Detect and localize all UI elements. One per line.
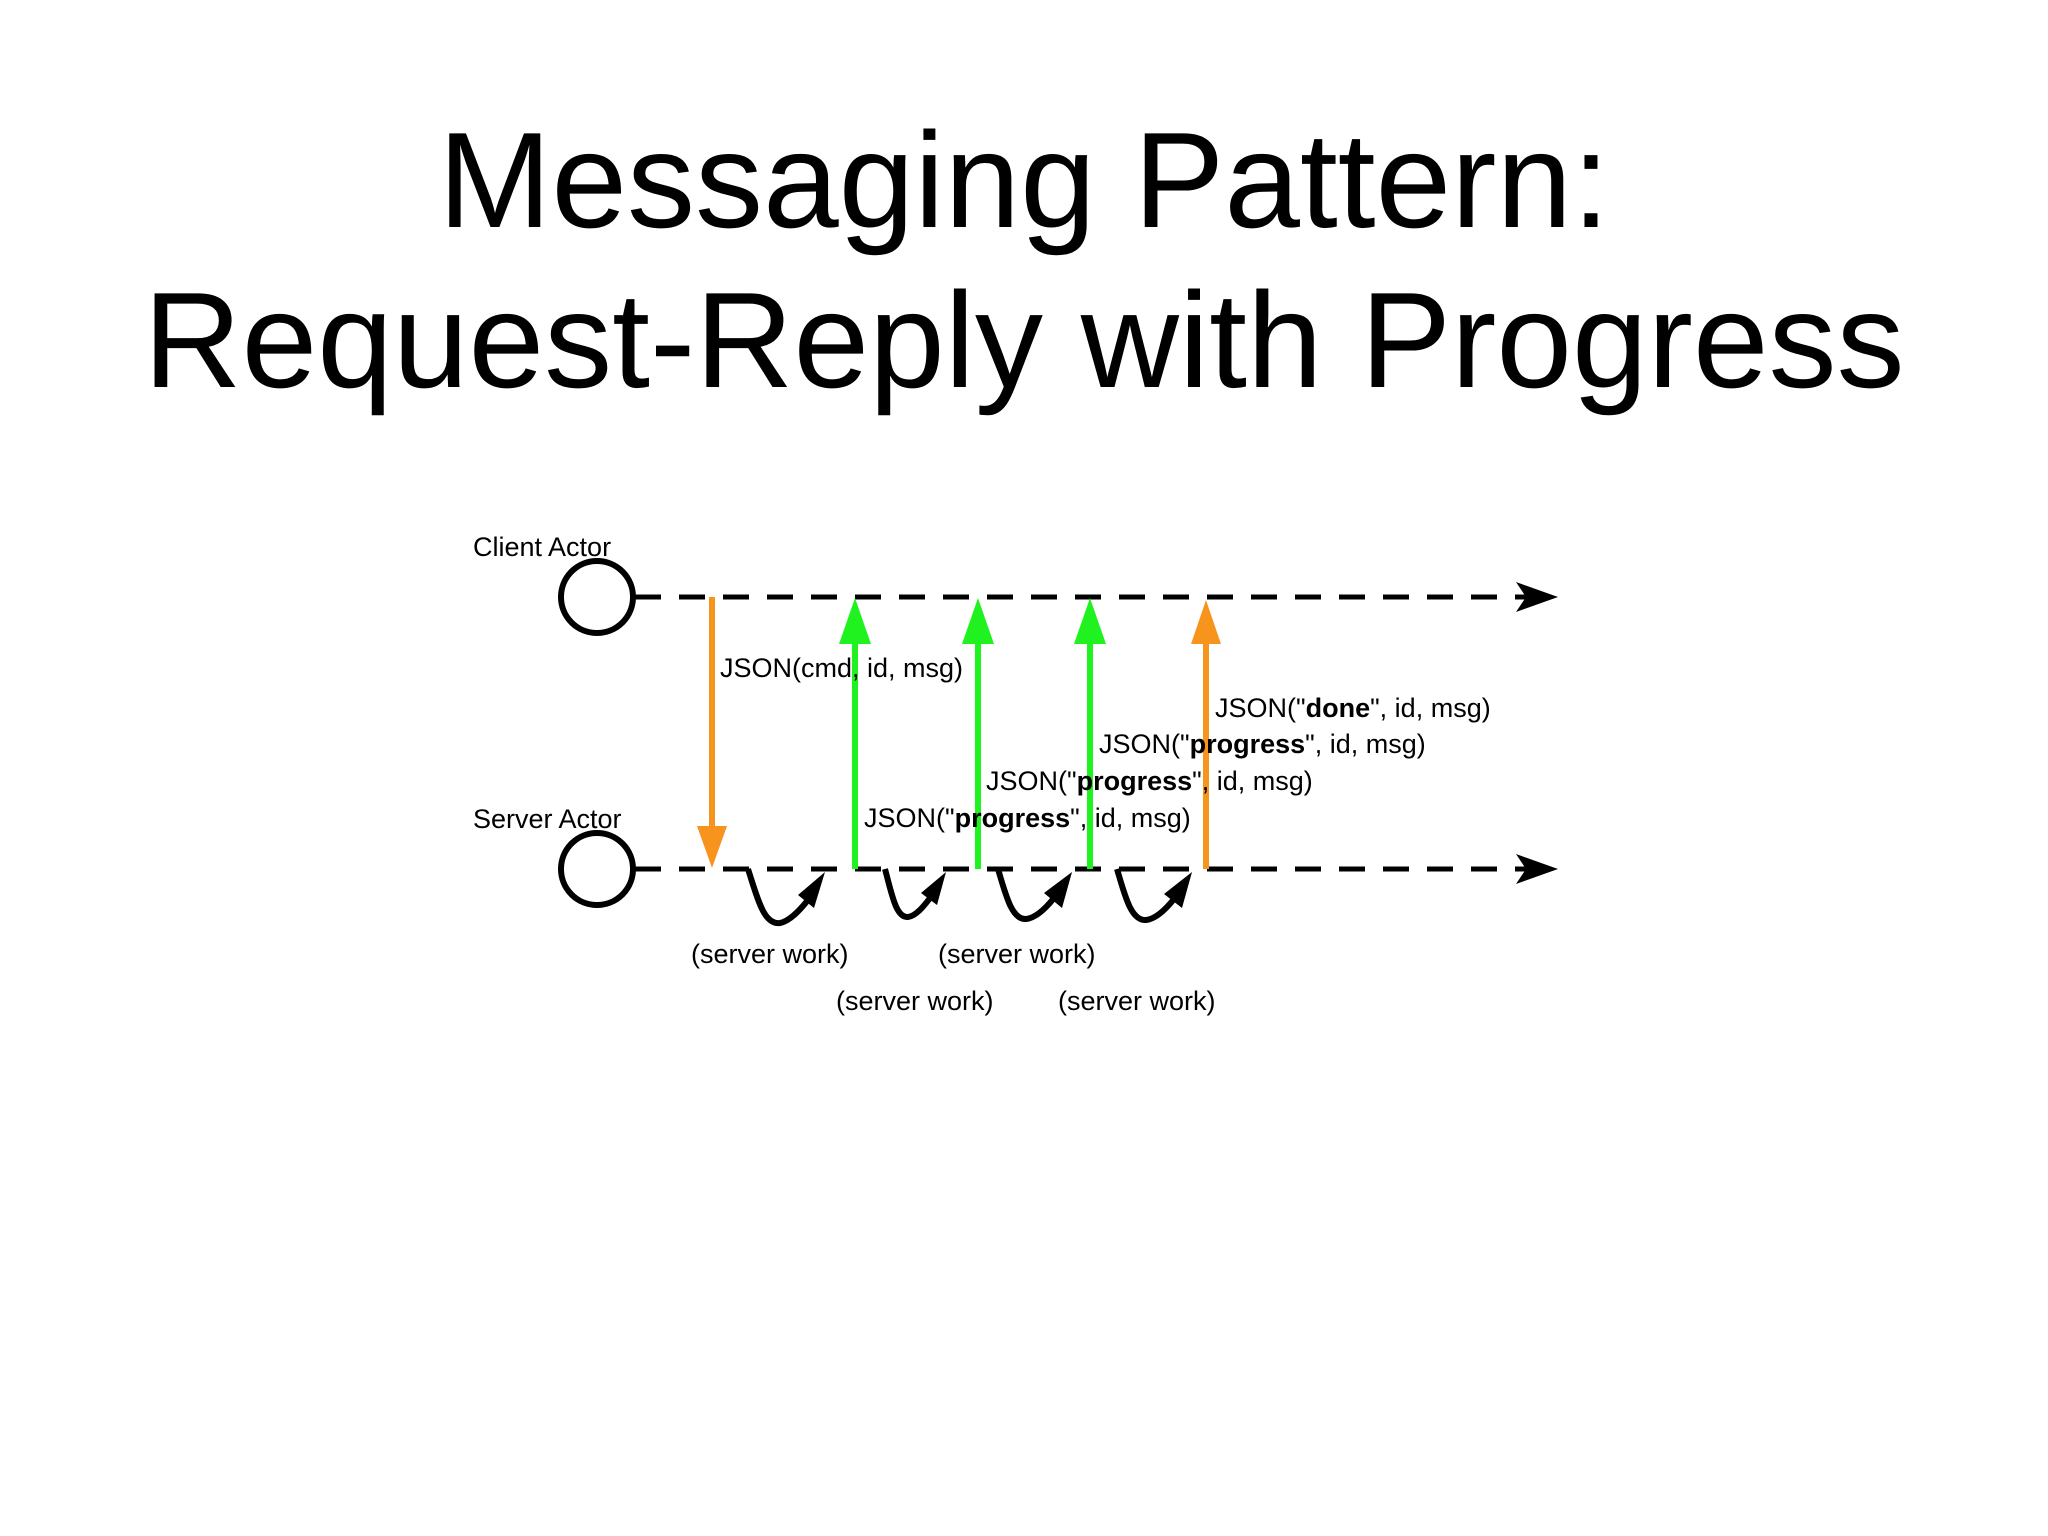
progress-arrowhead-2 bbox=[962, 598, 994, 644]
request-arrowhead bbox=[697, 826, 727, 868]
progress-message-label-3: JSON("progress", id, msg) bbox=[1099, 729, 1426, 759]
title-line-1: Messaging Pattern: bbox=[438, 104, 1610, 256]
server-work-label-2: (server work) bbox=[836, 986, 994, 1016]
server-lifeline-arrowhead bbox=[1516, 854, 1558, 884]
progress-message-label-1: JSON("progress", id, msg) bbox=[864, 803, 1191, 833]
request-message-label: JSON(cmd, id, msg) bbox=[720, 653, 963, 683]
done-arrowhead bbox=[1191, 600, 1221, 644]
server-work-loop-2 bbox=[882, 868, 946, 920]
server-work-loop-4 bbox=[1114, 868, 1192, 923]
client-lifeline-arrowhead bbox=[1516, 582, 1558, 612]
progress-arrowhead-3 bbox=[1074, 598, 1106, 644]
progress-message-label-2: JSON("progress", id, msg) bbox=[986, 766, 1313, 796]
server-work-label-4: (server work) bbox=[1058, 986, 1216, 1016]
title-line-2: Request-Reply with Progress bbox=[143, 264, 1905, 416]
server-work-loop-3 bbox=[995, 868, 1072, 922]
server-work-label-1: (server work) bbox=[691, 939, 849, 969]
done-message-label: JSON("done", id, msg) bbox=[1215, 693, 1491, 723]
slide-title: Messaging Pattern: Request-Reply with Pr… bbox=[0, 100, 2048, 420]
server-actor-label: Server Actor bbox=[473, 804, 622, 834]
client-actor-node bbox=[558, 558, 636, 636]
server-work-loop-1 bbox=[745, 868, 825, 926]
server-work-label-3: (server work) bbox=[938, 939, 1096, 969]
server-actor-node bbox=[558, 830, 636, 908]
progress-arrowhead-1 bbox=[839, 598, 871, 644]
client-actor-label: Client Actor bbox=[473, 532, 611, 562]
